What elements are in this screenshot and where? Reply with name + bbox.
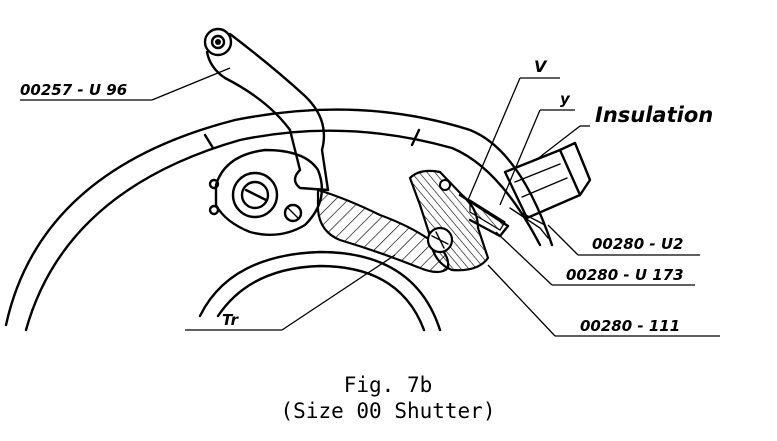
label-insulation: Insulation — [595, 103, 713, 127]
caption-subtitle: (Size 00 Shutter) — [281, 399, 496, 423]
contact-block — [408, 169, 510, 272]
cam-plate — [208, 148, 323, 236]
caption-figure-number: Fig. 7b — [344, 373, 433, 397]
label-v: V — [534, 57, 548, 76]
label-00280-111: 00280 - 111 — [580, 317, 680, 335]
label-y: y — [560, 90, 571, 108]
label-00280-u2: 00280 - U2 — [592, 235, 683, 253]
housing-arcs — [4, 108, 554, 332]
label-00280-u173: 00280 - U 173 — [566, 266, 684, 284]
lever-arm — [203, 27, 330, 192]
insulation-sleeve — [503, 141, 592, 239]
label-tr: Tr — [222, 311, 240, 329]
label-00257-u96: 00257 - U 96 — [20, 81, 127, 99]
leader-lines — [20, 67, 720, 337]
